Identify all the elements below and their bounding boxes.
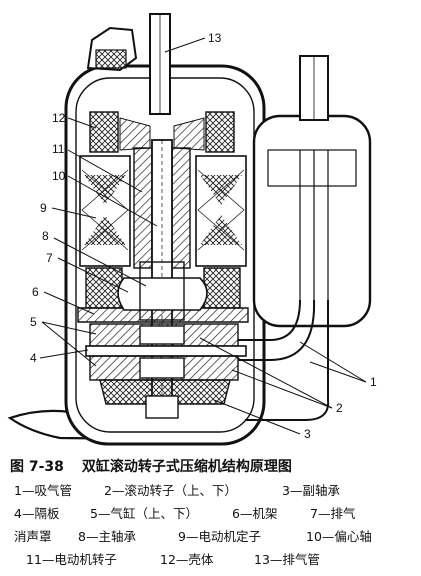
legend-item: 13—排气管: [254, 552, 320, 567]
legend-item: 1—吸气管: [14, 483, 72, 498]
motor-stator-left: [79, 155, 131, 267]
callout-7: 7: [46, 251, 53, 265]
figure-title: 双缸滚动转子式压缩机结构原理图: [81, 459, 292, 475]
callout-12: 12: [52, 111, 66, 125]
callout-3: 3: [304, 427, 311, 441]
legend-item: 12—壳体: [160, 552, 214, 567]
legend-item: 5—气缸（上、下）: [90, 506, 198, 521]
suction-pipe: [238, 299, 301, 341]
callout-4: 4: [30, 351, 37, 365]
legend-item: 7—排气: [310, 506, 356, 521]
motor-stator-right: [195, 155, 247, 267]
rolling-rotor-lower: [139, 357, 185, 379]
callout-1: 1: [370, 375, 377, 389]
callout-2: 2: [336, 401, 343, 415]
legend-item: 8—主轴承: [78, 529, 136, 544]
callout-6: 6: [32, 285, 39, 299]
figure-caption-title: 图 7-38 双缸滚动转子式压缩机结构原理图: [10, 456, 292, 476]
accumulator: [252, 114, 372, 328]
legend-item: 10—偏心轴: [306, 529, 372, 544]
compressor-diagram: 13 12 11 10 9 8 7 6 5 4 1 2 3: [7, 13, 377, 446]
motor-rotor-left: [133, 147, 153, 269]
legend-item: 6—机架: [232, 506, 278, 521]
legend-item: 2—滚动转子（上、下）: [104, 483, 237, 498]
rolling-rotor-upper: [139, 325, 185, 345]
callout-11: 11: [52, 142, 65, 156]
main-bearing: [139, 261, 185, 321]
callout-13: 13: [208, 31, 222, 45]
legend-item: 9—电动机定子: [178, 529, 261, 544]
callout-8: 8: [42, 229, 49, 243]
callout-10: 10: [52, 169, 66, 183]
legend-item: 3—副轴承: [282, 483, 340, 498]
callout-9: 9: [40, 201, 47, 215]
callout-5: 5: [30, 315, 37, 329]
legend-item: 消声罩: [14, 529, 52, 544]
discharge-muffler: [117, 277, 208, 311]
partition-plate: [85, 345, 247, 357]
legend-item: 4—隔板: [14, 506, 60, 521]
figure-number: 图 7-38: [10, 459, 64, 475]
legend-item: 11—电动机转子: [26, 552, 117, 567]
motor-rotor-right: [171, 147, 191, 269]
